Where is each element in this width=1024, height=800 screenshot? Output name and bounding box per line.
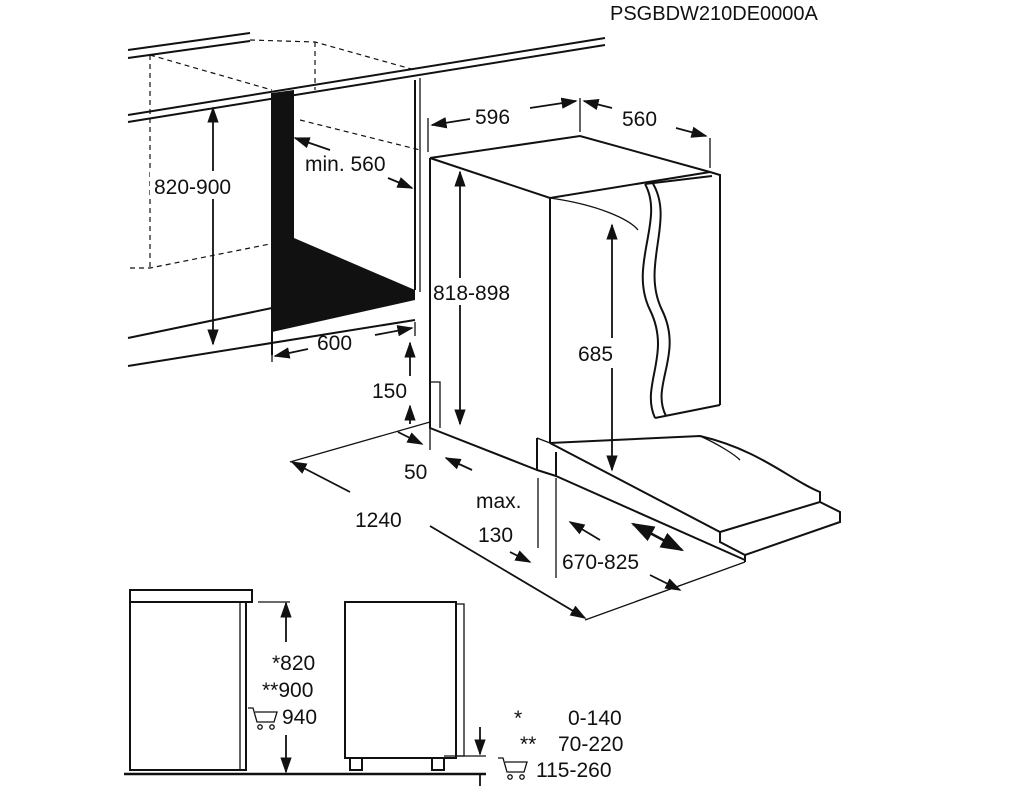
shopping-trolley-icon-2 <box>497 757 528 780</box>
dim-max-label: max. <box>476 490 522 513</box>
slide-arrow <box>630 522 685 552</box>
dim-670-825: 670-825 <box>562 551 639 574</box>
plinth-mark-2: ** <box>520 733 536 756</box>
side-view-appliance <box>344 601 486 786</box>
plinth-range-3: 115-260 <box>536 759 612 782</box>
plinth-range-1: 0-140 <box>568 707 622 730</box>
side-view-cabinet <box>129 589 253 771</box>
dim-820-900: 820-900 <box>154 176 231 199</box>
dim-130: 130 <box>478 524 513 547</box>
door-open-panel <box>549 434 841 562</box>
dim-818-898: 818-898 <box>433 282 510 305</box>
shopping-trolley-icon <box>247 707 278 730</box>
height-820: *820 <box>272 652 315 675</box>
plinth-mark-1: * <box>514 707 522 730</box>
dishwasher-door <box>549 175 721 419</box>
dim-600: 600 <box>317 332 352 355</box>
height-900: **900 <box>262 679 313 702</box>
dim-596: 596 <box>475 106 510 129</box>
product-code: PSGBDW210DE0000A <box>610 3 819 25</box>
dim-min-560: min. 560 <box>305 153 386 176</box>
dishwasher-body <box>429 134 721 477</box>
plinth-range-2: 70-220 <box>558 733 623 756</box>
height-940: 940 <box>282 706 317 729</box>
dim-685: 685 <box>578 343 613 366</box>
dim-50: 50 <box>404 461 427 484</box>
dim-560: 560 <box>622 108 657 131</box>
niche-cabinet <box>127 32 606 367</box>
dim-150: 150 <box>372 380 407 403</box>
dim-1240: 1240 <box>355 509 402 532</box>
